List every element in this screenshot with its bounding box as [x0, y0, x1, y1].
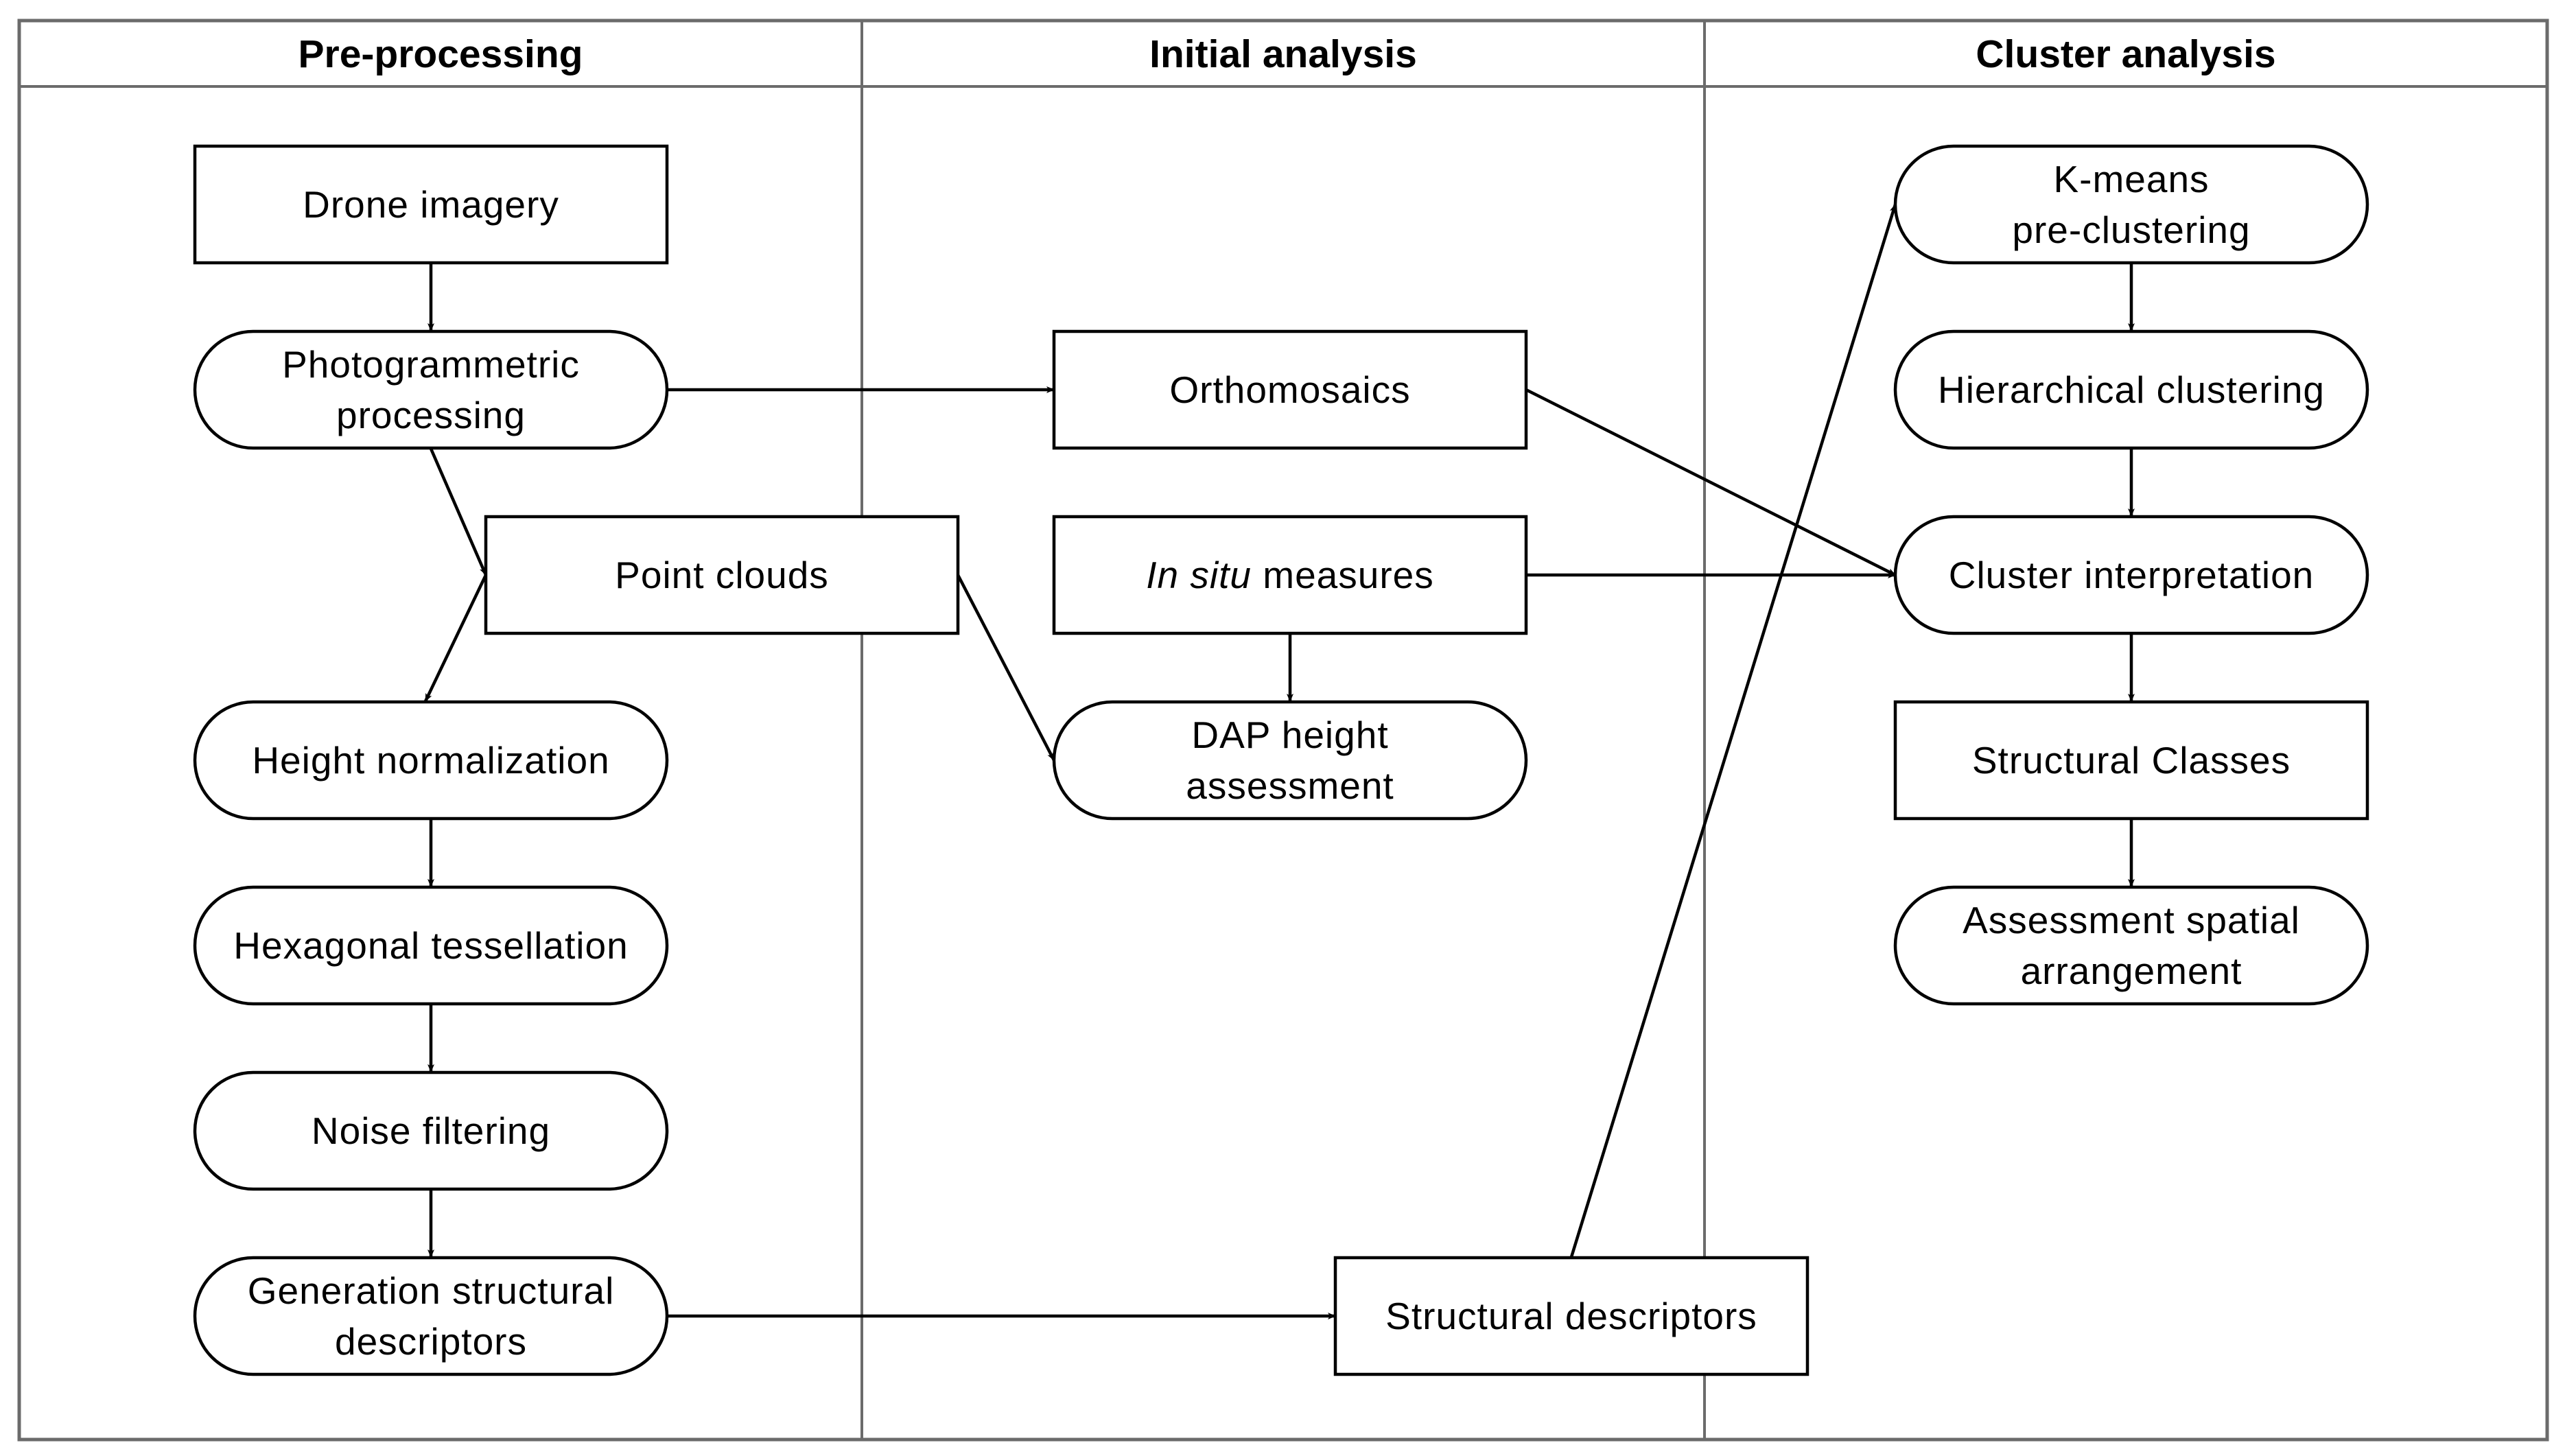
node-interp-label: Cluster interpretation — [1949, 554, 2315, 596]
node-genstruct-terminal — [193, 1256, 669, 1376]
node-dap-label: assessment — [1186, 764, 1394, 807]
node-classes-label-part: Structural Classes — [1972, 739, 2291, 782]
node-photo-label-part: Photogrammetric — [282, 343, 580, 386]
arrow-ortho-to-interp — [1525, 388, 1897, 577]
node-heightnorm-terminal — [193, 700, 669, 821]
node-dap-label-part: DAP height — [1191, 714, 1388, 756]
arrow-structdesc-to-kmeans — [1569, 204, 1897, 1258]
node-dap-terminal — [1052, 700, 1528, 821]
node-interp-terminal — [1893, 515, 2369, 635]
node-dap-label-part: assessment — [1186, 764, 1394, 807]
node-heightnorm-label-part: Height normalization — [252, 739, 609, 782]
node-heightnorm-label: Height normalization — [252, 739, 609, 782]
node-genstruct-label: Generation structural — [248, 1269, 615, 1312]
node-kmeans-label-part: pre-clustering — [2012, 209, 2250, 251]
node-genstruct-label-part: descriptors — [335, 1320, 527, 1363]
node-classes-label: Structural Classes — [1972, 739, 2291, 782]
node-drone-label: Drone imagery — [303, 183, 559, 226]
lane-title-initial-analysis: Initial analysis — [1149, 32, 1417, 76]
node-classes: Structural Classes — [1893, 700, 2369, 821]
node-noise-label: Noise filtering — [312, 1109, 550, 1152]
node-insitu-label-part: In situ — [1146, 554, 1252, 596]
node-genstruct-label-part: Generation structural — [248, 1269, 615, 1312]
node-photo-label: Photogrammetric — [282, 343, 580, 386]
node-noise-label-part: Noise filtering — [312, 1109, 550, 1152]
node-ortho-label-part: Orthomosaics — [1169, 368, 1410, 411]
node-photo-label: processing — [336, 394, 526, 436]
node-hextess: Hexagonal tessellation — [193, 885, 669, 1006]
node-kmeans-label: pre-clustering — [2012, 209, 2250, 251]
node-insitu-label: In situ measures — [1146, 554, 1434, 596]
node-interp: Cluster interpretation — [1893, 515, 2369, 635]
node-hier-terminal — [1893, 329, 2369, 450]
node-ortho-label: Orthomosaics — [1169, 368, 1410, 411]
node-noise: Noise filtering — [193, 1070, 669, 1191]
node-structdesc: Structural descriptors — [1333, 1256, 1809, 1376]
edges-layer — [423, 204, 2135, 1319]
node-spatial-label-part: arrangement — [2021, 950, 2242, 992]
arrow-pointclouds-to-dap — [957, 574, 1055, 762]
node-kmeans-terminal — [1893, 144, 2369, 265]
node-classes-box — [1893, 700, 2369, 821]
node-hextess-label: Hexagonal tessellation — [233, 924, 628, 967]
node-insitu-box — [1052, 515, 1528, 635]
node-spatial-label-part: Assessment spatial — [1963, 899, 2300, 941]
node-drone-label-part: Drone imagery — [303, 183, 559, 226]
node-photo-label-part: processing — [336, 394, 526, 436]
node-spatial-label: arrangement — [2021, 950, 2242, 992]
node-structdesc-box — [1333, 1256, 1809, 1376]
node-kmeans-label-part: K-means — [2053, 158, 2209, 200]
node-pointclouds-label: Point clouds — [615, 554, 829, 596]
node-drone-box — [193, 144, 669, 265]
node-heightnorm: Height normalization — [193, 700, 669, 821]
node-hier-label: Hierarchical clustering — [1938, 368, 2325, 411]
node-pointclouds: Point clouds — [484, 515, 960, 635]
node-hier-label-part: Hierarchical clustering — [1938, 368, 2325, 411]
lane-title-cluster-analysis: Cluster analysis — [1976, 32, 2275, 76]
node-kmeans: K-means pre-clustering — [1893, 144, 2369, 265]
node-spatial-terminal — [1893, 885, 2369, 1006]
node-kmeans-label: K-means — [2053, 158, 2209, 200]
node-dap: DAP height assessment — [1052, 700, 1528, 821]
node-dap-label: DAP height — [1191, 714, 1388, 756]
node-hier: Hierarchical clustering — [1893, 329, 2369, 450]
node-insitu: In situ measures — [1052, 515, 1528, 635]
node-insitu-label-part: measures — [1252, 554, 1434, 596]
node-pointclouds-label-part: Point clouds — [615, 554, 829, 596]
node-structdesc-label: Structural descriptors — [1385, 1295, 1757, 1337]
node-genstruct-label: descriptors — [335, 1320, 527, 1363]
node-ortho-box — [1052, 329, 1528, 450]
lane-title-pre-processing: Pre-processing — [298, 32, 583, 76]
node-interp-label-part: Cluster interpretation — [1949, 554, 2315, 596]
node-ortho: Orthomosaics — [1052, 329, 1528, 450]
node-pointclouds-box — [484, 515, 960, 635]
node-spatial-label: Assessment spatial — [1963, 899, 2300, 941]
node-photo: Photogrammetric processing — [193, 329, 669, 450]
node-photo-terminal — [193, 329, 669, 450]
node-spatial: Assessment spatial arrangement — [1893, 885, 2369, 1006]
arrow-pointclouds-to-heightnorm — [423, 574, 488, 702]
node-hextess-label-part: Hexagonal tessellation — [233, 924, 628, 967]
node-hextess-terminal — [193, 885, 669, 1006]
node-drone: Drone imagery — [193, 144, 669, 265]
arrow-photo-to-pointclouds — [429, 448, 488, 576]
node-noise-terminal — [193, 1070, 669, 1191]
node-structdesc-label-part: Structural descriptors — [1385, 1295, 1757, 1337]
node-genstruct: Generation structural descriptors — [193, 1256, 669, 1376]
